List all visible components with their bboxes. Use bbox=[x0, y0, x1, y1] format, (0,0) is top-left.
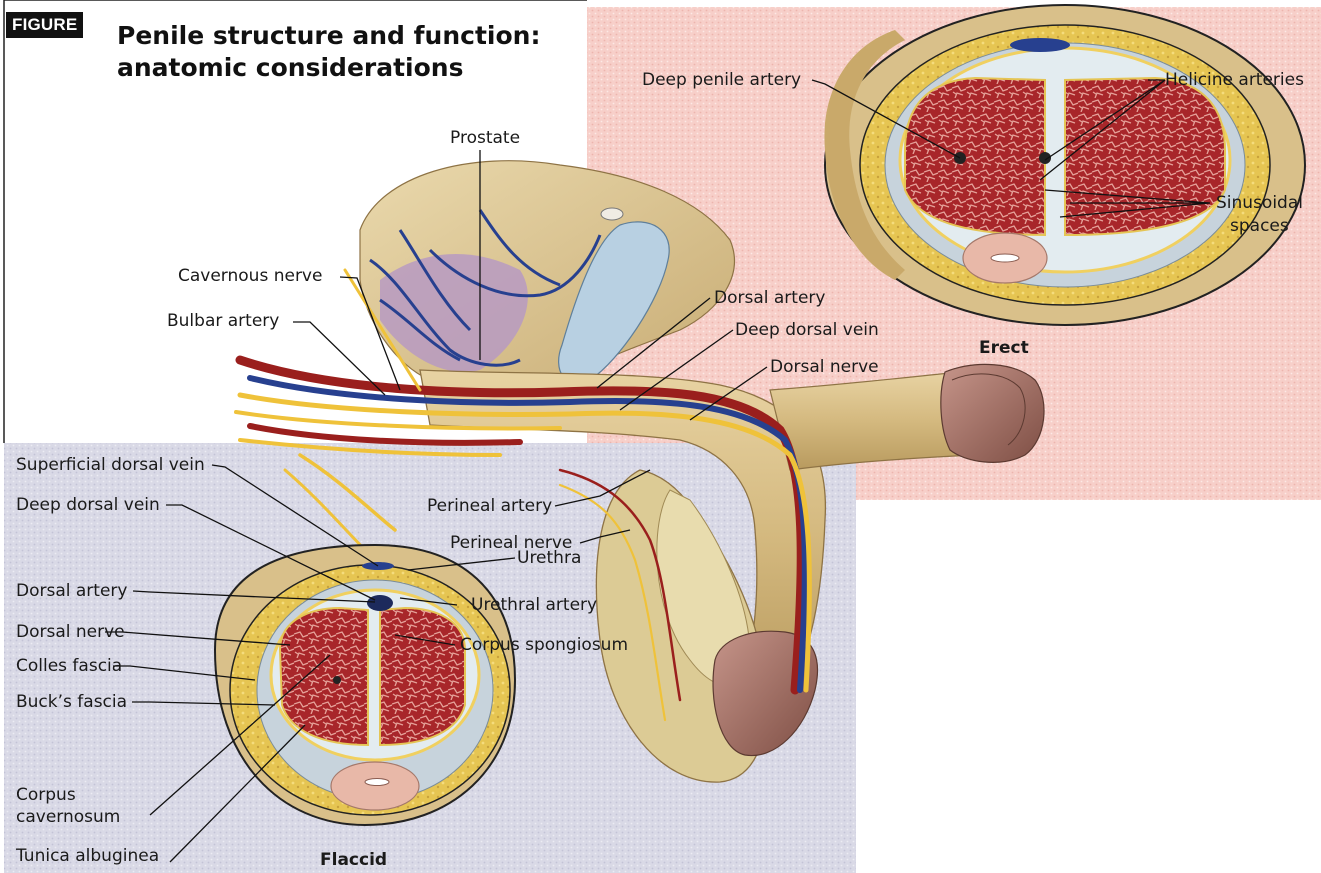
label-corpus-spongiosum: Corpus spongiosum bbox=[460, 635, 628, 655]
label-deep-dorsal-vein-main: Deep dorsal vein bbox=[735, 320, 879, 340]
label-superficial-dorsal-vein: Superficial dorsal vein bbox=[16, 455, 205, 475]
label-deep-penile-artery: Deep penile artery bbox=[642, 70, 801, 90]
title-line-2: anatomic considerations bbox=[117, 52, 540, 84]
figure-badge: FIGURE bbox=[6, 12, 83, 38]
label-helicine-arteries: Helicine arteries bbox=[1165, 70, 1304, 90]
label-deep-dorsal-vein: Deep dorsal vein bbox=[16, 495, 160, 515]
label-bulbar-artery: Bulbar artery bbox=[167, 311, 279, 331]
label-cavernous-nerve: Cavernous nerve bbox=[178, 266, 322, 286]
label-corpus-cavernosum-2: cavernosum bbox=[16, 807, 120, 827]
label-prostate: Prostate bbox=[450, 128, 520, 148]
label-dorsal-artery: Dorsal artery bbox=[16, 581, 127, 601]
label-colles-fascia: Colles fascia bbox=[16, 656, 122, 676]
label-sinusoidal-spaces-2: spaces bbox=[1230, 216, 1289, 236]
label-sinusoidal-spaces-1: Sinusoidal bbox=[1216, 193, 1303, 213]
label-urethra: Urethra bbox=[517, 548, 581, 568]
label-urethral-artery: Urethral artery bbox=[471, 595, 597, 615]
label-dorsal-artery-main: Dorsal artery bbox=[714, 288, 825, 308]
label-dorsal-nerve-main: Dorsal nerve bbox=[770, 357, 879, 377]
page-title: Penile structure and function: anatomic … bbox=[117, 20, 540, 84]
label-dorsal-nerve: Dorsal nerve bbox=[16, 622, 125, 642]
title-line-1: Penile structure and function: bbox=[117, 20, 540, 52]
label-bucks-fascia: Buck’s fascia bbox=[16, 692, 127, 712]
label-perineal-artery: Perineal artery bbox=[427, 496, 552, 516]
label-tunica-albuginea: Tunica albuginea bbox=[16, 846, 159, 866]
erect-cross-section bbox=[824, 5, 1305, 325]
label-corpus-cavernosum-1: Corpus bbox=[16, 785, 76, 805]
caption-flaccid: Flaccid bbox=[320, 850, 387, 870]
caption-erect: Erect bbox=[979, 338, 1029, 358]
glans-erect bbox=[941, 364, 1044, 462]
